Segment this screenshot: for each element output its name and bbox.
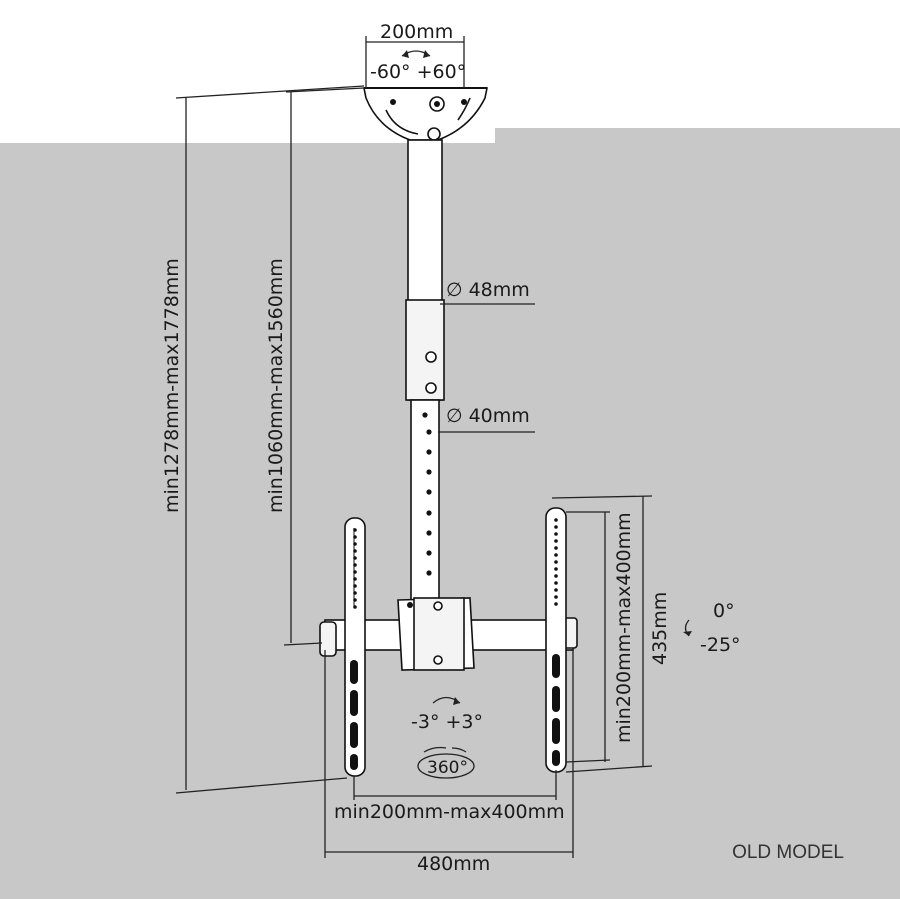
label-pole-diameter-inner: ∅ 40mm bbox=[446, 405, 530, 427]
label-pole-height: min1060mm-max1560mm bbox=[265, 258, 287, 513]
label-rotation: 360° bbox=[427, 758, 468, 778]
left-bracket bbox=[344, 517, 366, 777]
pole bbox=[405, 139, 445, 606]
label-pole-diameter-outer: ∅ 48mm bbox=[446, 279, 530, 301]
crossbar bbox=[319, 597, 578, 671]
label-vesa-vertical: min200mm-max400mm bbox=[613, 512, 635, 743]
label-top-width: 200mm bbox=[380, 21, 453, 43]
dimension-lines bbox=[175, 36, 653, 858]
ceiling-plate bbox=[363, 87, 488, 141]
model-note: OLD MODEL bbox=[732, 842, 844, 863]
rotation-arrows bbox=[401, 50, 692, 779]
right-bracket bbox=[545, 507, 567, 773]
label-bracket-height: 435mm bbox=[649, 592, 671, 665]
label-total-width: 480mm bbox=[417, 853, 490, 875]
label-tilt-bottom: -25° bbox=[700, 634, 741, 656]
label-vesa-horizontal: min200mm-max400mm bbox=[334, 801, 565, 823]
label-tilt-top: 0° bbox=[713, 600, 735, 622]
label-level-adjust: -3° +3° bbox=[411, 711, 483, 733]
background-panel bbox=[0, 143, 900, 899]
label-total-height: min1278mm-max1778mm bbox=[161, 258, 183, 513]
background-panel-top bbox=[495, 128, 900, 144]
label-swivel-range: -60° +60° bbox=[370, 61, 466, 83]
